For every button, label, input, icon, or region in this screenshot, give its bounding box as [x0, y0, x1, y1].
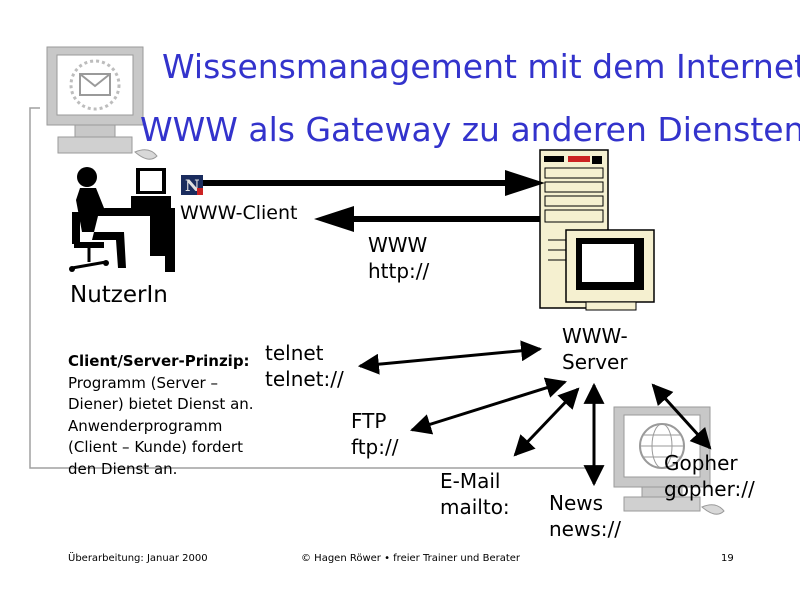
protocol-email-name: E-Mail [440, 469, 501, 493]
protocol-email-scheme: mailto: [440, 495, 510, 519]
protocol-ftp: FTP ftp:// [351, 408, 398, 460]
title-line-1: Wissensmanagement mit dem Internet [162, 47, 800, 86]
footer-author: © Hagen Röwer • freier Trainer und Berat… [301, 553, 521, 564]
note-heading: Client/Server-Prinzip: [68, 352, 250, 370]
protocol-gopher-scheme: gopher:// [664, 477, 755, 501]
mail-monitor-icon [46, 46, 158, 160]
protocol-news-name: News [549, 491, 604, 515]
arrow-ftp [409, 377, 568, 435]
footer-page-number: 19 [721, 553, 734, 564]
arrow-telnet [357, 340, 543, 375]
footer-revision: Überarbeitung: Januar 2000 [68, 553, 208, 564]
netscape-n-icon: N [181, 175, 203, 195]
protocol-www: WWW http:// [368, 232, 429, 284]
client-server-note: Client/Server-Prinzip: Programm (Server … [68, 351, 258, 480]
protocol-telnet: telnet telnet:// [265, 340, 344, 392]
protocol-telnet-scheme: telnet:// [265, 367, 344, 391]
title-line-2: WWW als Gateway zu anderen Diensten [140, 110, 800, 149]
arrow-gopher [651, 383, 712, 450]
protocol-gopher: Gopher gopher:// [664, 450, 755, 502]
arrow-request [203, 170, 545, 196]
server-label: WWW- Server [562, 323, 628, 375]
person-at-computer-icon [69, 167, 175, 272]
protocol-ftp-scheme: ftp:// [351, 435, 399, 459]
client-label: WWW-Client [180, 202, 298, 224]
protocol-ftp-name: FTP [351, 409, 387, 433]
note-body: Programm (Server – Diener) bietet Dienst… [68, 373, 254, 478]
server-tower-icon [539, 149, 655, 311]
user-label: NutzerIn [70, 282, 168, 308]
protocol-news: News news:// [549, 490, 621, 542]
protocol-gopher-name: Gopher [664, 451, 738, 475]
arrow-response [314, 206, 540, 232]
svg-text:N: N [185, 176, 200, 195]
protocol-www-name: WWW [368, 233, 428, 257]
arrow-email [513, 387, 580, 457]
connector-frame-line [29, 107, 600, 469]
protocol-news-scheme: news:// [549, 517, 621, 541]
protocol-www-scheme: http:// [368, 259, 430, 283]
protocol-telnet-name: telnet [265, 341, 324, 365]
server-label-line1: WWW- [562, 324, 628, 348]
server-label-line2: Server [562, 350, 628, 374]
protocol-email: E-Mail mailto: [440, 468, 510, 520]
